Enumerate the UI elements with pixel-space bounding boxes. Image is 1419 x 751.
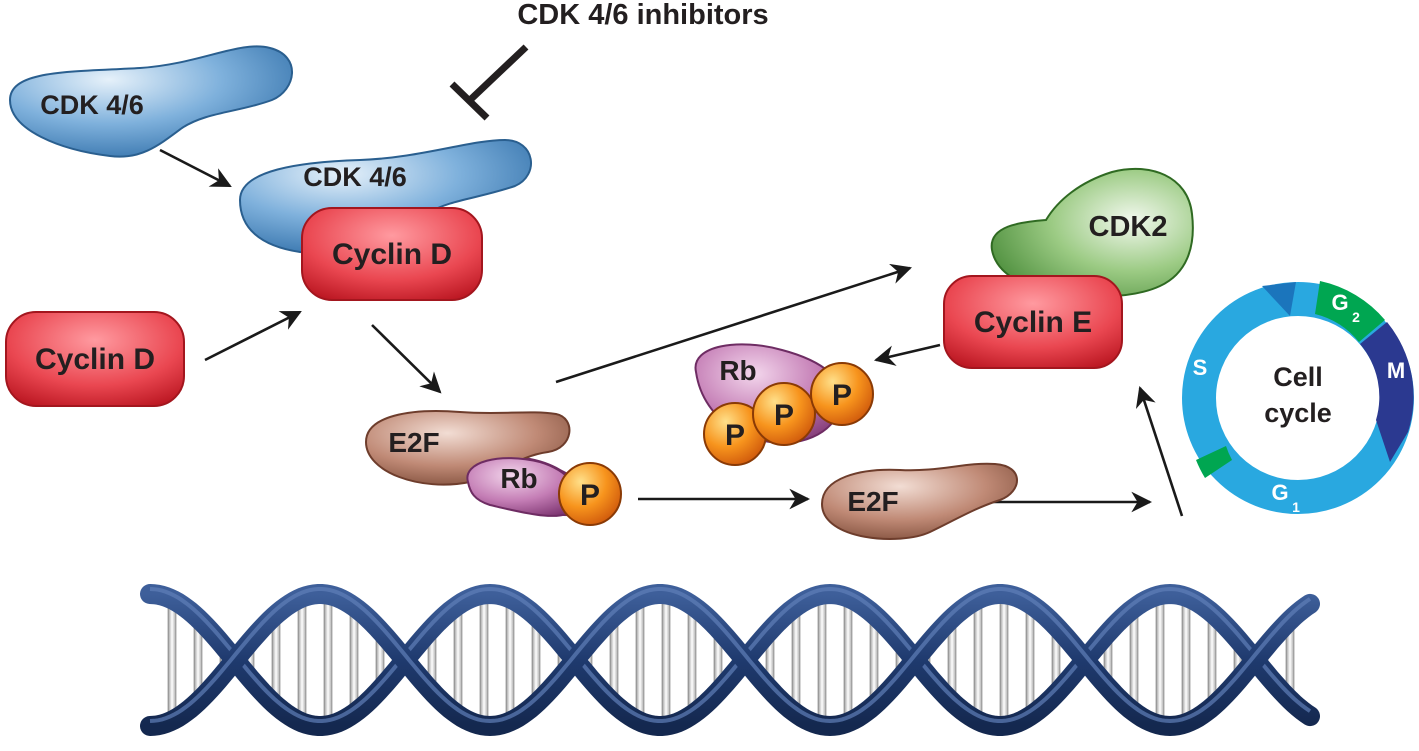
- dna-base-pair: [505, 598, 515, 722]
- dna-base-pair: [973, 599, 983, 721]
- phosphate-2-label: P: [774, 399, 794, 432]
- arrow-cycline-to-rb: [873, 343, 941, 366]
- cdk2-label: CDK2: [1089, 211, 1168, 243]
- arrow-to-cdk2: [555, 263, 912, 384]
- phosphate-complex-label: P: [580, 479, 600, 512]
- cdk46-free-label: CDK 4/6: [40, 90, 144, 120]
- arrow-cdk46-to-complex: [159, 148, 232, 188]
- inhibition-bar: [449, 44, 529, 121]
- dna-base-pair: [661, 594, 671, 726]
- e2f-complex-label: E2F: [388, 427, 439, 458]
- dna-double-helix: [140, 583, 1320, 737]
- arrow-to-cyclin-e: [1135, 386, 1184, 517]
- cell-cycle-wheel: Cell cycle S G 2 M G 1: [1182, 281, 1414, 515]
- phase-s-label: S: [1193, 355, 1208, 380]
- dna-base-pair: [817, 594, 827, 726]
- cyclin-d-free-label: Cyclin D: [35, 343, 155, 376]
- dna-base-pair: [791, 606, 801, 714]
- rb-phospho-label: Rb: [719, 355, 756, 386]
- phosphate-3-label: P: [832, 379, 852, 412]
- dna-base-pair: [349, 606, 359, 714]
- cdk2-protein: CDK2: [990, 167, 1194, 298]
- dna-base-pair: [1025, 603, 1035, 717]
- cyclin-e-label: Cyclin E: [974, 306, 1092, 339]
- phase-g1-subscript: 1: [1292, 499, 1300, 515]
- dna-strand-a: [140, 583, 1320, 736]
- dna-base-pair: [1129, 607, 1139, 713]
- dna-base-pair: [479, 594, 489, 726]
- dna-base-pair: [323, 594, 333, 726]
- dna-base-pair: [687, 604, 697, 716]
- dna-base-pair: [297, 597, 307, 723]
- dna-base-pair: [635, 598, 645, 722]
- cdk46-free-protein: CDK 4/6: [8, 45, 293, 158]
- dna-strand-a-highlight: [149, 586, 1312, 723]
- dna-base-pair: [1155, 594, 1165, 726]
- cyclin-d-free: Cyclin D: [5, 311, 185, 407]
- arrow-cyclind-to-complex: [204, 310, 302, 362]
- phase-m-label: M: [1387, 358, 1405, 383]
- dna-base-pair: [167, 599, 177, 721]
- pathway-arrows: [159, 148, 1184, 517]
- cdk46-complex-label: CDK 4/6: [303, 162, 407, 192]
- cell-cycle-line2: cycle: [1264, 398, 1332, 428]
- cyclin-d-complex: Cyclin D: [301, 207, 483, 301]
- rb-phosphorylated: Rb P P P: [694, 343, 874, 466]
- e2f-free-label: E2F: [847, 486, 898, 517]
- dna-base-pair: [453, 604, 463, 716]
- dna-base-pair: [1181, 596, 1191, 724]
- phase-g2-label: G: [1331, 290, 1348, 315]
- inhibitor-label: CDK 4/6 inhibitors: [517, 0, 768, 31]
- phase-g1-label: G: [1271, 480, 1288, 505]
- rb-complex-label: Rb: [500, 463, 537, 494]
- cell-cycle-line1: Cell: [1273, 362, 1323, 392]
- dna-base-pair: [999, 593, 1009, 727]
- cyclin-d-complex-label: Cyclin D: [332, 238, 452, 271]
- arrow-complex-to-e2f-rb: [371, 324, 442, 394]
- e2f-free-protein: E2F: [820, 462, 1018, 540]
- phosphate-1-label: P: [725, 419, 745, 452]
- phase-g2-subscript: 2: [1352, 309, 1360, 325]
- e2f-rb-p-complex: E2F Rb P: [364, 410, 622, 526]
- dna-strand-b-highlight: [149, 587, 1312, 724]
- dna-strand-b: [140, 584, 1320, 737]
- dna-base-pair: [843, 597, 853, 723]
- cyclin-e: Cyclin E: [943, 275, 1123, 369]
